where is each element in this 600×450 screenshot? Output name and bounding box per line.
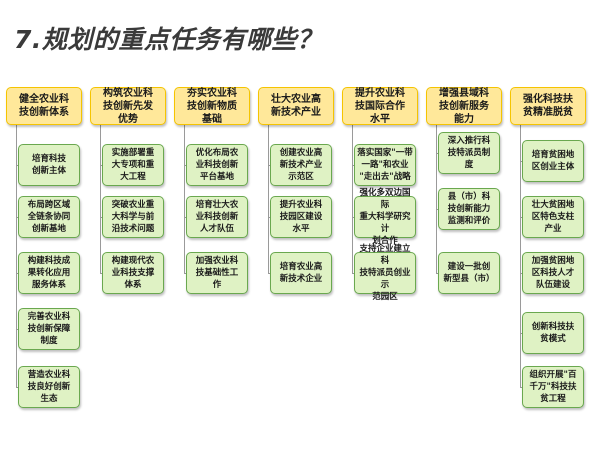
task-item: 培育贫困地 区创业主体 bbox=[522, 140, 584, 182]
task-item: 加强贫困地 区科技人才 队伍建设 bbox=[522, 252, 584, 294]
connector-line bbox=[352, 125, 353, 273]
task-item: 突破农业重 大科学与前 沿技术问题 bbox=[102, 196, 164, 238]
task-item: 构建现代农 业科技支撑 体系 bbox=[102, 252, 164, 294]
task-item: 完善农业科 技创新保障 制度 bbox=[18, 308, 80, 350]
task-item-text: 县（市）科 技创新能力 监测和评价 bbox=[447, 192, 491, 226]
task-item: 强化多双边国际 重大科学研究计 划合作 bbox=[354, 188, 416, 246]
task-item-text: 培育科技 创新主体 bbox=[31, 154, 66, 176]
task-item-text: 加强贫困地 区科技人才 队伍建设 bbox=[531, 256, 575, 290]
task-item: 加强农业科 技基础性工 作 bbox=[186, 252, 248, 294]
column-header-text: 健全农业科 技创新体系 bbox=[19, 94, 69, 118]
column-header: 壮大农业高 新技术产业 bbox=[258, 87, 334, 125]
task-item-text: 突破农业重 大科学与前 沿技术问题 bbox=[111, 200, 155, 234]
task-item-text: 构建现代农 业科技支撑 体系 bbox=[111, 256, 155, 290]
connector-line bbox=[268, 125, 269, 273]
task-item-text: 构建科技成 果转化应用 服务体系 bbox=[27, 256, 71, 290]
column-header-text: 提升农业科 技国际合作 水平 bbox=[355, 87, 405, 125]
column-header: 提升农业科 技国际合作 水平 bbox=[342, 87, 418, 125]
task-item: 培育壮大农 业科技创新 人才队伍 bbox=[186, 196, 248, 238]
task-item: 优化布局农 业科技创新 平台基地 bbox=[186, 144, 248, 186]
task-item: 壮大贫困地 区特色支柱 产业 bbox=[522, 196, 584, 238]
task-item-text: 营造农业科 技良好创新 生态 bbox=[27, 370, 71, 404]
connector-line bbox=[184, 125, 185, 273]
connector-line bbox=[436, 125, 437, 273]
column-header: 构筑农业科 技创新先发 优势 bbox=[90, 87, 166, 125]
task-item-text: 支持企业建立科 技特派员创业示 范园区 bbox=[359, 244, 411, 302]
connector-line bbox=[16, 125, 17, 387]
task-item-text: 实施部署重 大专项和重 大工程 bbox=[111, 148, 155, 182]
task-item-text: 建设一批创 新型县（市） bbox=[443, 262, 495, 284]
task-item: 支持企业建立科 技特派员创业示 范园区 bbox=[354, 244, 416, 302]
column-header: 健全农业科 技创新体系 bbox=[6, 87, 82, 125]
connector-line bbox=[520, 125, 521, 387]
task-item-text: 培育贫困地 区创业主体 bbox=[531, 150, 575, 172]
column-header-text: 壮大农业高 新技术产业 bbox=[271, 94, 321, 118]
column-header: 夯实农业科 技创新物质 基础 bbox=[174, 87, 250, 125]
task-item-text: 培育农业高 新技术企业 bbox=[279, 262, 323, 284]
task-item-text: 提升农业科 技园区建设 水平 bbox=[279, 200, 323, 234]
task-item-text: 布局跨区域 全链条协同 创新基地 bbox=[27, 200, 71, 234]
page-title: 7.规划的重点任务有哪些？ bbox=[14, 25, 323, 54]
task-item: 营造农业科 技良好创新 生态 bbox=[18, 366, 80, 408]
column-header-text: 构筑农业科 技创新先发 优势 bbox=[103, 87, 153, 125]
task-item-text: 壮大贫困地 区特色支柱 产业 bbox=[531, 200, 575, 234]
task-item-text: 优化布局农 业科技创新 平台基地 bbox=[195, 148, 239, 182]
column-header: 强化科技扶 贫精准脱贫 bbox=[510, 87, 586, 125]
task-item-text: 深入推行科 技特派员制 度 bbox=[447, 136, 491, 170]
task-item-text: 强化多双边国际 重大科学研究计 划合作 bbox=[359, 188, 411, 246]
connector-line bbox=[100, 125, 101, 273]
task-item: 培育科技 创新主体 bbox=[18, 144, 80, 186]
task-item: 建设一批创 新型县（市） bbox=[438, 252, 500, 294]
task-item-text: 落实国家"一带 一路"和农业 "走出去"战略 bbox=[357, 148, 413, 182]
column-header: 增强县域科 技创新服务 能力 bbox=[426, 87, 502, 125]
task-item-text: 创新科技扶 贫模式 bbox=[531, 322, 575, 344]
task-item-text: 创建农业高 新技术产业 示范区 bbox=[279, 148, 323, 182]
task-item: 布局跨区域 全链条协同 创新基地 bbox=[18, 196, 80, 238]
task-item-text: 培育壮大农 业科技创新 人才队伍 bbox=[195, 200, 239, 234]
task-item: 实施部署重 大专项和重 大工程 bbox=[102, 144, 164, 186]
column-header-text: 增强县域科 技创新服务 能力 bbox=[439, 87, 489, 125]
task-item: 提升农业科 技园区建设 水平 bbox=[270, 196, 332, 238]
task-item: 组织开展"百 千万"科技扶 贫工程 bbox=[522, 366, 584, 408]
task-item: 构建科技成 果转化应用 服务体系 bbox=[18, 252, 80, 294]
task-item: 落实国家"一带 一路"和农业 "走出去"战略 bbox=[354, 144, 416, 186]
task-item: 培育农业高 新技术企业 bbox=[270, 252, 332, 294]
column-header-text: 夯实农业科 技创新物质 基础 bbox=[187, 87, 237, 125]
task-item-text: 加强农业科 技基础性工 作 bbox=[195, 256, 239, 290]
task-item: 县（市）科 技创新能力 监测和评价 bbox=[438, 188, 500, 230]
task-item: 深入推行科 技特派员制 度 bbox=[438, 132, 500, 174]
task-item-text: 完善农业科 技创新保障 制度 bbox=[27, 312, 71, 346]
column-header-text: 强化科技扶 贫精准脱贫 bbox=[523, 94, 573, 118]
task-item: 创新科技扶 贫模式 bbox=[522, 312, 584, 354]
task-item: 创建农业高 新技术产业 示范区 bbox=[270, 144, 332, 186]
task-item-text: 组织开展"百 千万"科技扶 贫工程 bbox=[529, 370, 577, 404]
